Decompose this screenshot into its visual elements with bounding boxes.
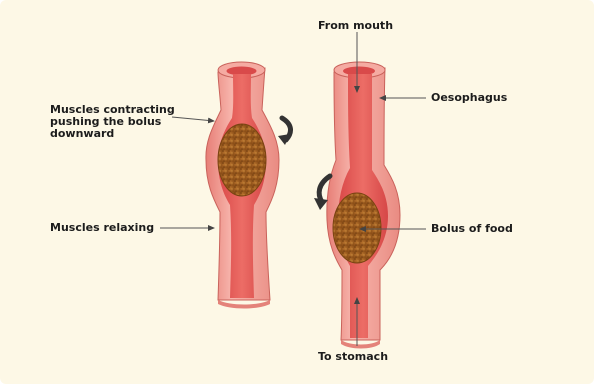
label-muscles-contracting: Muscles contracting pushing the bolus do…	[50, 104, 175, 140]
curved-down-arrow-icon	[278, 118, 291, 145]
label-contracting-line3: downward	[50, 128, 175, 140]
left-oesophagus-segment	[206, 62, 279, 309]
label-from-mouth: From mouth	[318, 20, 393, 32]
label-muscles-relaxing: Muscles relaxing	[50, 222, 154, 234]
label-to-stomach: To stomach	[318, 351, 388, 363]
label-oesophagus: Oesophagus	[431, 92, 507, 104]
right-bolus	[333, 193, 381, 263]
label-bolus-of-food: Bolus of food	[431, 223, 513, 235]
right-oesophagus-segment	[327, 62, 400, 349]
pointer-contracting	[172, 117, 214, 121]
left-bolus	[218, 124, 266, 196]
